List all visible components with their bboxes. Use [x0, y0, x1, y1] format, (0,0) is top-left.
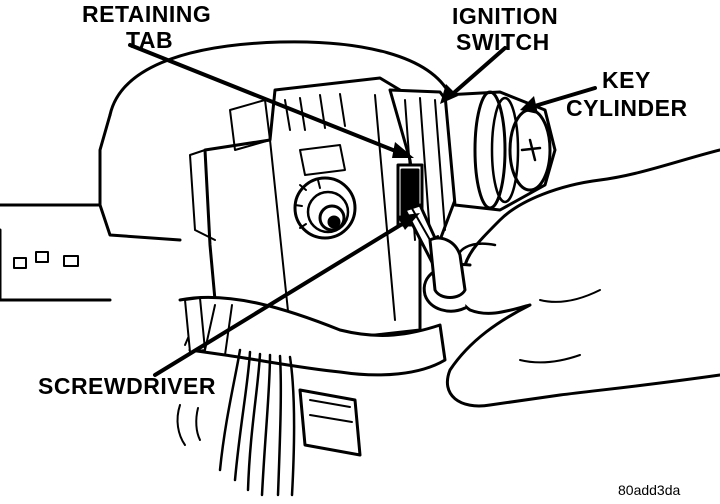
hand-knuckles [519, 289, 601, 364]
screwdriver-label: SCREWDRIVER [38, 373, 217, 399]
arrow-retaining-tab [392, 142, 414, 158]
arrow-ignition-switch [440, 84, 458, 104]
key-cylinder-label-line2: CYLINDER [566, 95, 688, 121]
housing-inner-right [374, 94, 396, 321]
arrow-screwdriver [397, 213, 420, 230]
leader-key-cylinder [526, 86, 597, 110]
column-shaft-inner [318, 204, 346, 232]
housing-left-bracket [229, 99, 271, 151]
panel-slot-3 [63, 255, 79, 267]
leader-screwdriver [153, 216, 414, 377]
column-shaft-core [327, 215, 341, 229]
arrow-key-cylinder [520, 96, 538, 114]
column-shaft-middle [306, 190, 350, 234]
panel-slot-1 [13, 257, 27, 269]
column-shroud-left [98, 113, 112, 207]
leader-retaining-tab [128, 43, 410, 158]
dash-panel [0, 203, 182, 242]
key-cylinder-body [443, 90, 557, 212]
column-shaft-outer [293, 176, 357, 240]
leader-ignition-switch [446, 46, 507, 100]
key-cylinder-ring-2 [490, 96, 520, 204]
ignition-switch-label-line2: SWITCH [456, 29, 550, 55]
motion-lines [176, 404, 201, 446]
panel-slot-2 [35, 251, 49, 263]
key-cylinder-label-line1: KEY [602, 67, 651, 93]
shaft-bracket [299, 144, 346, 176]
wiring-connector-detail [309, 399, 353, 423]
housing-left-tab [189, 149, 216, 241]
retaining-tab-label-line2: TAB [126, 27, 174, 53]
retaining-tab-label-line1: RETAINING [82, 1, 212, 27]
housing-inner-left [269, 139, 291, 331]
hand-right [445, 148, 720, 408]
column-shroud-outline [108, 40, 452, 117]
dash-panel-lower [0, 228, 112, 302]
ignition-switch-label-line1: IGNITION [452, 3, 559, 29]
screwdriver-handle [428, 236, 467, 299]
key-slot [520, 138, 542, 162]
key-cylinder-ring-1 [473, 90, 507, 210]
wiring-harness [218, 348, 296, 497]
connector-block [184, 297, 206, 353]
shaft-teeth [294, 179, 321, 229]
figure-code: 80add3da [618, 482, 681, 498]
hand-left [178, 295, 447, 377]
